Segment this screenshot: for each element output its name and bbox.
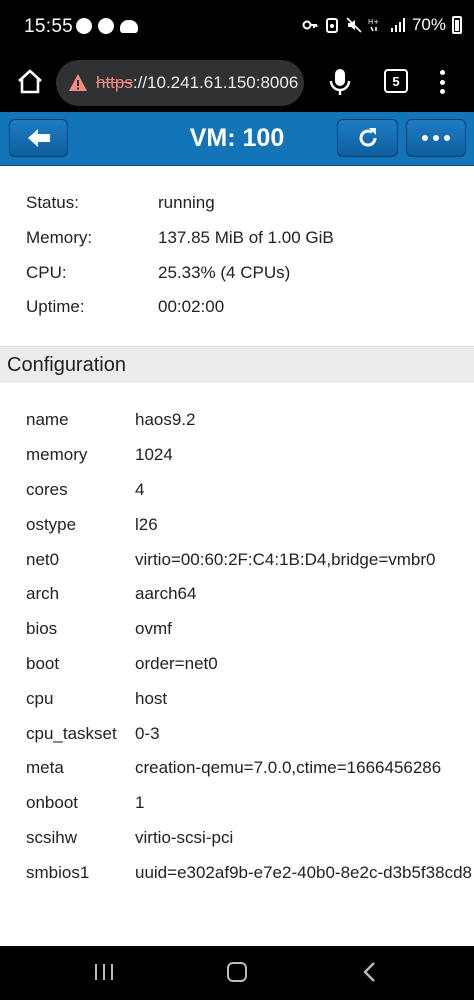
config-value: virtio-scsi-pci [135, 827, 234, 847]
config-value: host [135, 688, 168, 708]
config-key: net0 [26, 549, 60, 569]
lock-icon [325, 18, 338, 33]
system-navigation-bar [0, 946, 474, 1000]
config-row: name haos9.2 [26, 403, 472, 438]
refresh-button[interactable] [337, 119, 398, 157]
status-label: Uptime: [26, 297, 85, 317]
config-key: name [26, 410, 69, 430]
config-row: scsihw virtio-scsi-pci [26, 821, 472, 856]
tab-count: 5 [392, 73, 400, 89]
config-row: cpu host [26, 681, 472, 716]
config-value: creation-qemu=7.0.0,ctime=1666456286 [135, 758, 442, 778]
refresh-icon [359, 128, 377, 147]
config-key: boot [26, 653, 60, 673]
system-icons: H+ 70% [302, 15, 462, 35]
status-table: Status: running Memory: 137.85 MiB of 1.00… [26, 186, 334, 325]
config-value: uuid=e302af9b-e7e2-40b0-8e2c-d3b5f38cd8 [135, 862, 472, 882]
status-label: Memory: [26, 228, 93, 248]
config-key: cpu [26, 688, 54, 708]
more-icon [422, 135, 450, 141]
app-notification-icon [98, 18, 114, 34]
config-row: net0 virtio=00:60:2F:C4:1B:D4,bridge=vmbr… [26, 542, 472, 577]
config-value: haos9.2 [135, 410, 196, 430]
app-header: VM: 100 [0, 112, 474, 166]
signal-icon [390, 18, 405, 32]
arrow-left-icon [27, 129, 50, 147]
config-value: 1024 [135, 445, 173, 465]
config-row: cpu_taskset 0-3 [26, 716, 472, 751]
config-row: smbios1 uuid=e302af9b-e7e2-40b0-8e2c-d3b5… [26, 855, 472, 890]
notification-icons [76, 18, 138, 34]
home-nav-icon[interactable] [227, 962, 247, 982]
back-button[interactable] [9, 119, 68, 157]
config-key: scsihw [26, 827, 78, 847]
config-key: memory [26, 445, 88, 465]
config-row: bios ovmf [26, 612, 472, 647]
microphone-icon[interactable] [326, 66, 354, 98]
config-key: arch [26, 584, 60, 604]
config-key: meta [26, 758, 64, 778]
config-key: smbios1 [26, 862, 90, 882]
dot [439, 79, 445, 85]
page-title: VM: 100 [189, 124, 285, 152]
mute-icon [346, 17, 362, 33]
clock: 15:55 [24, 16, 74, 37]
home-icon[interactable] [14, 66, 46, 98]
config-key: ostype [26, 514, 77, 534]
config-key: cores [26, 479, 68, 499]
status-row: Uptime: 00:02:00 [26, 290, 334, 325]
config-row: cores 4 [26, 473, 472, 508]
tab-switcher-button[interactable]: 5 [384, 69, 408, 93]
config-value: 1 [135, 793, 145, 813]
config-row: boot order=net0 [26, 647, 472, 682]
section-title: Configuration [7, 354, 126, 376]
cloud-icon [120, 20, 138, 33]
config-value: l26 [135, 514, 158, 534]
status-value: 25.33% (4 CPUs) [158, 262, 291, 282]
vm-detail-content: Status: running Memory: 137.85 MiB of 1.00… [0, 166, 474, 946]
url-bar[interactable]: https://10.241.61.150:8006 [56, 60, 304, 106]
config-row: arch aarch64 [26, 577, 472, 612]
status-value: 00:02:00 [158, 297, 225, 317]
config-value: ovmf [135, 619, 172, 639]
svg-text:H+: H+ [368, 18, 379, 26]
battery-icon [452, 16, 462, 34]
status-label: CPU: [26, 262, 67, 282]
config-value: order=net0 [135, 653, 218, 673]
status-row: CPU: 25.33% (4 CPUs) [26, 255, 334, 290]
config-value: 4 [135, 479, 145, 499]
status-value: running [158, 193, 215, 213]
config-row: meta creation-qemu=7.0.0,ctime=1666456286 [26, 751, 472, 786]
config-row: memory 1024 [26, 438, 472, 473]
config-value: 0-3 [135, 723, 160, 743]
config-key: cpu_taskset [26, 723, 117, 743]
config-row: onboot 1 [26, 786, 472, 821]
config-key: onboot [26, 793, 78, 813]
status-row: Status: running [26, 186, 334, 221]
status-bar: 15:55 H+ 70% [0, 0, 474, 56]
config-value: virtio=00:60:2F:C4:1B:D4,bridge=vmbr0 [135, 549, 436, 569]
status-label: Status: [26, 193, 79, 213]
wifi-call-icon: H+ [368, 18, 379, 32]
battery-percent: 70% [411, 15, 446, 34]
dot [439, 70, 445, 75]
key-icon [302, 20, 318, 30]
configuration-section-header: Configuration [0, 346, 474, 383]
browser-menu-button[interactable] [432, 68, 452, 96]
more-actions-button[interactable] [406, 119, 466, 157]
config-value: aarch64 [135, 584, 197, 604]
config-key: bios [26, 619, 58, 639]
warning-icon[interactable] [68, 73, 88, 93]
app-notification-icon [76, 18, 92, 34]
status-row: Memory: 137.85 MiB of 1.00 GiB [26, 221, 334, 256]
browser-toolbar: https://10.241.61.150:8006 5 [0, 56, 474, 112]
status-value: 137.85 MiB of 1.00 GiB [158, 228, 334, 248]
url-scheme: https [96, 73, 133, 92]
back-nav-icon[interactable] [360, 960, 380, 984]
url-host: ://10.241.61.150:8006 [132, 73, 299, 92]
dot [439, 89, 445, 94]
config-row: ostype l26 [26, 507, 472, 542]
recents-icon[interactable] [95, 964, 113, 980]
